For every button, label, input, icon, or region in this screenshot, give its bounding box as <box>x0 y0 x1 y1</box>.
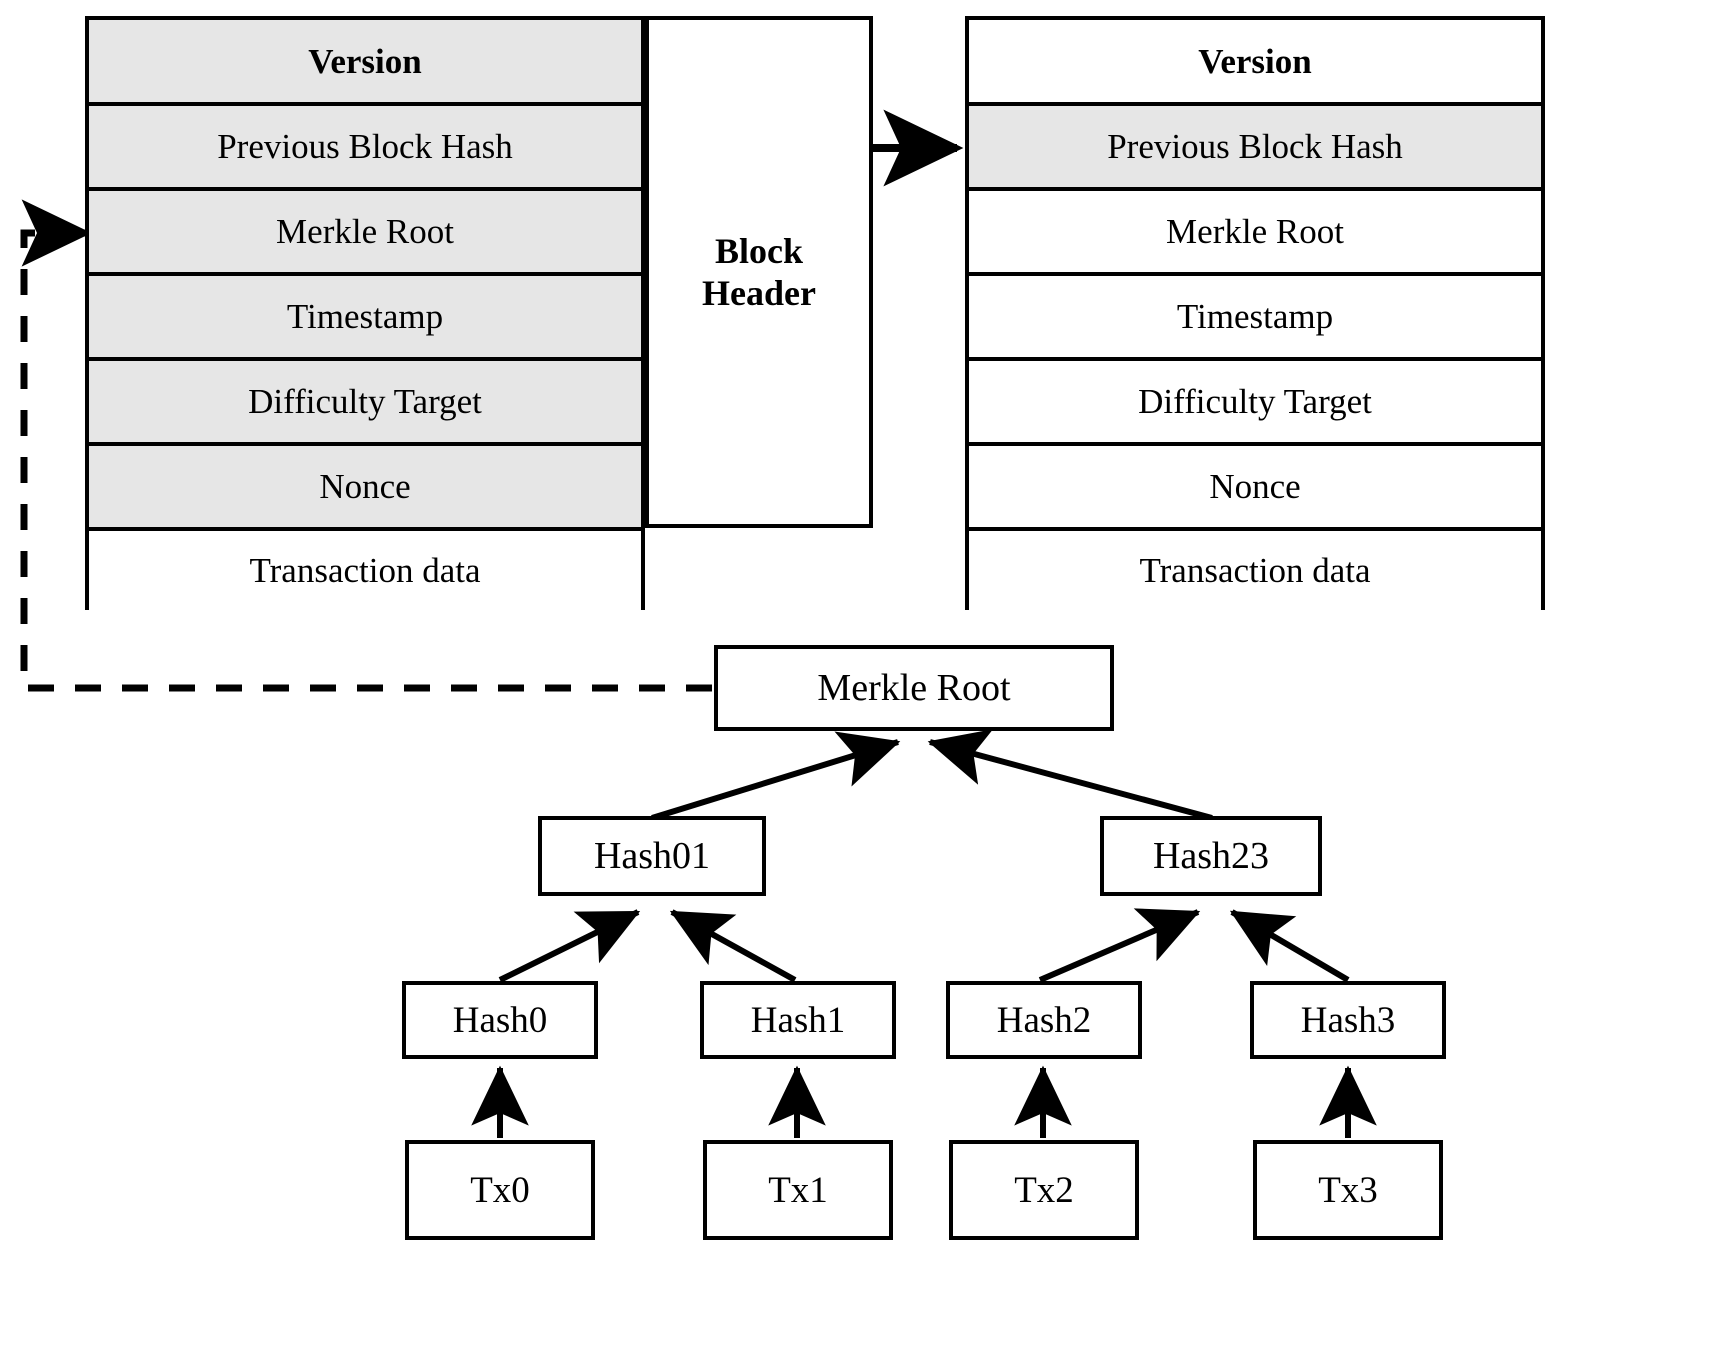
block-row-difficulty-target: Difficulty Target <box>89 361 641 446</box>
previous-block-table: Version Previous Block Hash Merkle Root … <box>85 16 645 610</box>
row-label: Version <box>308 41 422 81</box>
row-label: Previous Block Hash <box>1107 127 1403 166</box>
block-row-merkle-root: Merkle Root <box>89 191 641 276</box>
next-block-row-previous-block-hash: Previous Block Hash <box>969 106 1541 191</box>
next-block-row-timestamp: Timestamp <box>969 276 1541 361</box>
row-label: Nonce <box>1209 467 1301 506</box>
hash3-node: Hash3 <box>1250 981 1446 1059</box>
tx2-node: Tx2 <box>949 1140 1139 1240</box>
tree-edges-tx <box>471 1065 1377 1138</box>
tx1-node: Tx1 <box>703 1140 893 1240</box>
row-label: Timestamp <box>1176 297 1334 336</box>
row-label: Timestamp <box>286 297 444 336</box>
node-label: Tx2 <box>1014 1169 1074 1211</box>
row-label: Nonce <box>319 467 411 506</box>
row-label: Merkle Root <box>276 212 454 251</box>
tx3-node: Tx3 <box>1253 1140 1443 1240</box>
row-label: Merkle Root <box>1166 212 1344 251</box>
node-label: Tx1 <box>768 1169 828 1211</box>
row-label: Transaction data <box>1139 551 1371 590</box>
next-block-table: Version Previous Block Hash Merkle Root … <box>965 16 1545 610</box>
node-label: Tx3 <box>1318 1169 1378 1211</box>
block-row-nonce: Nonce <box>89 446 641 531</box>
tree-edges-level2 <box>651 729 1213 821</box>
tx0-node: Tx0 <box>405 1140 595 1240</box>
node-label: Hash2 <box>996 999 1092 1041</box>
row-label: Difficulty Target <box>1138 382 1372 421</box>
next-block-row-difficulty-target: Difficulty Target <box>969 361 1541 446</box>
tree-edges-level1 <box>498 908 1350 983</box>
hash23-node: Hash23 <box>1100 816 1322 896</box>
next-block-row-version: Version <box>969 20 1541 106</box>
row-label: Previous Block Hash <box>217 127 513 166</box>
node-label: Merkle Root <box>817 667 1011 709</box>
node-label: Hash1 <box>750 999 846 1041</box>
block-header-label-line2: Header <box>702 273 816 313</box>
block-header-label-line1: Block <box>714 230 803 271</box>
block-header-label: Block Header <box>702 230 816 315</box>
hash01-node: Hash01 <box>538 816 766 896</box>
hash1-node: Hash1 <box>700 981 896 1059</box>
block-row-previous-block-hash: Previous Block Hash <box>89 106 641 191</box>
hash2-node: Hash2 <box>946 981 1142 1059</box>
node-label: Tx0 <box>470 1169 530 1211</box>
node-label: Hash0 <box>452 999 548 1041</box>
merkle-root-feedback-connector <box>20 199 712 692</box>
node-label: Hash01 <box>593 835 711 877</box>
block-header-box: Block Header <box>645 16 873 528</box>
block-row-version: Version <box>89 20 641 106</box>
next-block-row-transaction-data: Transaction data <box>969 531 1541 610</box>
next-block-row-nonce: Nonce <box>969 446 1541 531</box>
row-label: Transaction data <box>249 551 481 590</box>
block-row-timestamp: Timestamp <box>89 276 641 361</box>
node-label: Hash23 <box>1152 835 1270 877</box>
next-block-row-merkle-root: Merkle Root <box>969 191 1541 276</box>
node-label: Hash3 <box>1300 999 1396 1041</box>
row-label: Version <box>1198 41 1312 81</box>
block-row-transaction-data: Transaction data <box>89 531 641 610</box>
hash0-node: Hash0 <box>402 981 598 1059</box>
merkle-root-node: Merkle Root <box>714 645 1114 731</box>
row-label: Difficulty Target <box>248 382 482 421</box>
